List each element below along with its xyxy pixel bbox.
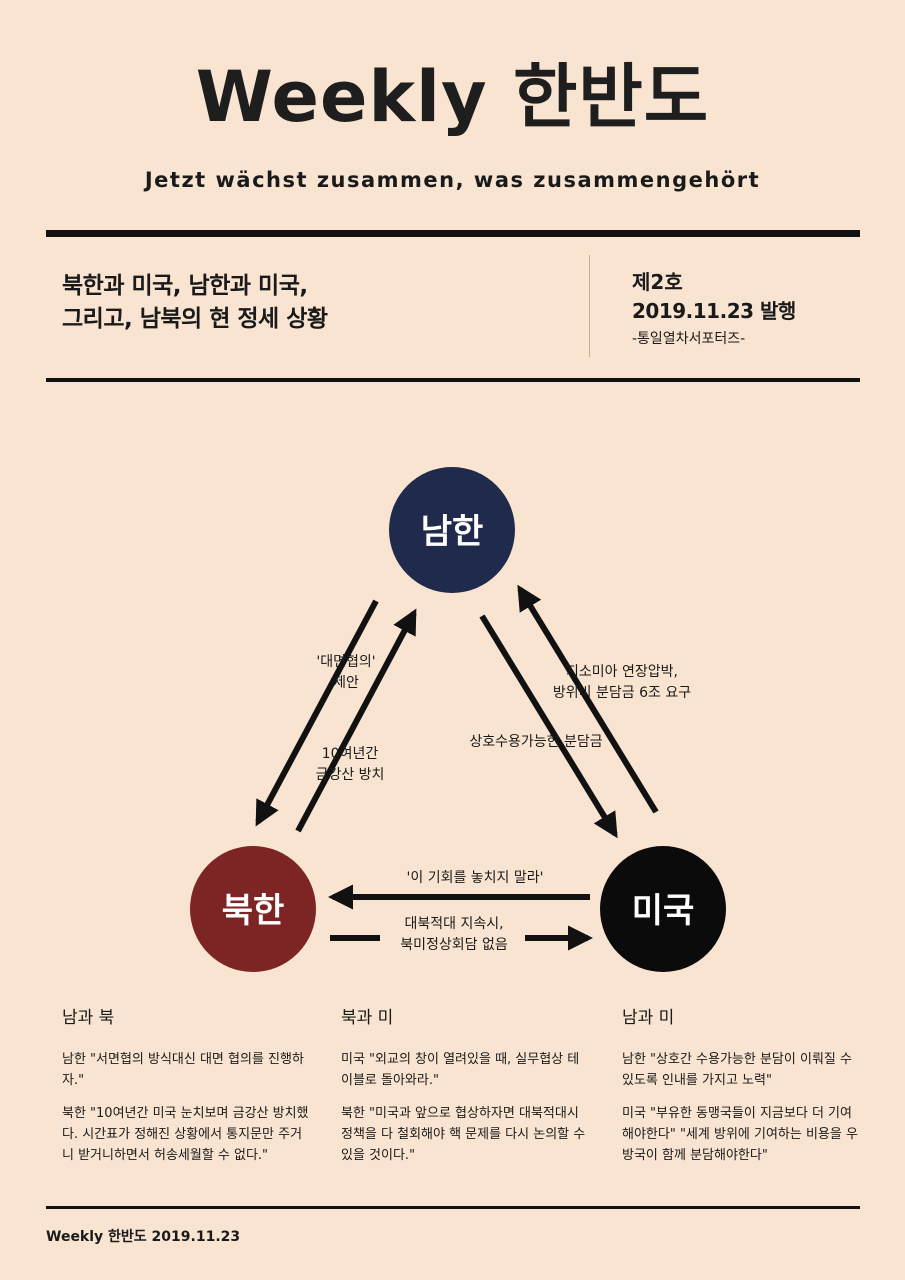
label-south-to-north-line-2: 제안 <box>333 675 359 691</box>
section-divider <box>46 378 860 382</box>
headline: 북한과 미국, 남한과 미국, 그리고, 남북의 현 정세 상황 <box>62 270 562 336</box>
column-paragraph: 남한 "서면협의 방식대신 대면 협의를 진행하자." <box>62 1052 304 1088</box>
column-paragraph: 남한 "상호간 수용가능한 분담이 이뤄질 수 있도록 인내를 가지고 노력" <box>622 1052 852 1088</box>
column-paragraph: 미국 "외교의 창이 열려있을 때, 실무협상 테이블로 돌아와라." <box>341 1052 580 1088</box>
column-heading: 남과 미 <box>622 1008 675 1028</box>
column-paragraph: 북한 "10여년간 미국 눈치보며 금강산 방치했다. 시간표가 정해진 상황에… <box>62 1106 309 1163</box>
arrow-south-to-north <box>255 599 379 827</box>
footer-text: Weekly 한반도 2019.11.23 <box>46 1229 241 1245</box>
issue-date: 2019.11.23 발행 <box>632 299 796 323</box>
label-north-to-south: 10여년간 금강산 방치 <box>290 744 410 786</box>
headline-line-2: 그리고, 남북의 현 정세 상황 <box>62 306 328 332</box>
node-north-circle <box>190 846 316 972</box>
column-south-north: 남과 북 남한 "서면협의 방식대신 대면 협의를 진행하자." 북한 "10여… <box>62 1007 312 1178</box>
column-paragraph: 북한 "미국과 앞으로 협상하자면 대북적대시 정책을 다 철회해야 핵 문제를… <box>341 1106 586 1163</box>
newsletter-title: Weekly 한반도 <box>195 56 710 138</box>
column-heading: 북과 미 <box>341 1008 394 1028</box>
column-paragraph: 미국 "부유한 동맹국들이 지금보다 더 기여해야한다" "세계 방위에 기여하… <box>622 1106 858 1163</box>
issue-divider <box>589 255 590 357</box>
label-south-to-usa: 상호수용가능한 분담금 <box>469 734 603 750</box>
column-north-usa: 북과 미 미국 "외교의 창이 열려있을 때, 실무협상 테이블로 돌아와라."… <box>341 1007 591 1178</box>
label-north-to-south-line-2: 금강산 방치 <box>315 767 385 783</box>
header-divider <box>46 230 860 237</box>
label-north-to-usa: 대북적대 지속시, 북미정상회담 없음 <box>386 914 522 956</box>
node-south-circle <box>389 467 515 593</box>
label-usa-to-south-line-2: 방위비 분담금 6조 요구 <box>552 685 692 701</box>
label-south-to-north: '대면협의' 제안 <box>286 652 406 694</box>
label-north-to-usa-line-1: 대북적대 지속시, <box>404 916 504 932</box>
issue-number: 제2호 <box>632 270 683 294</box>
arrow-usa-to-south <box>517 584 659 814</box>
column-south-usa: 남과 미 남한 "상호간 수용가능한 분담이 이뤄질 수 있도록 인내를 가지고… <box>622 1007 862 1178</box>
node-usa-circle <box>600 846 726 972</box>
arrow-south-to-usa <box>479 614 618 839</box>
issue-publisher: -통일열차서포터즈- <box>632 331 746 347</box>
column-heading: 남과 북 <box>62 1008 115 1028</box>
label-usa-to-north: '이 기회를 놓치지 말라' <box>406 870 544 886</box>
label-usa-to-south-line-1: 지소미아 연장압박, <box>566 664 678 680</box>
arrow-north-to-south <box>295 608 417 833</box>
issue-info: 제2호 2019.11.23 발행 -통일열차서포터즈- <box>632 268 852 352</box>
label-north-to-usa-line-2: 북미정상회담 없음 <box>400 937 508 953</box>
node-south-label: 남한 <box>421 512 484 552</box>
label-north-to-south-line-1: 10여년간 <box>321 746 379 762</box>
label-south-to-north-line-1: '대면협의' <box>316 654 376 670</box>
node-usa-label: 미국 <box>632 891 695 931</box>
newsletter-subtitle: Jetzt wächst zusammen, was zusammengehör… <box>144 168 761 192</box>
footer-divider <box>46 1206 860 1209</box>
headline-line-1: 북한과 미국, 남한과 미국, <box>62 273 308 299</box>
label-usa-to-south: 지소미아 연장압박, 방위비 분담금 6조 요구 <box>532 662 712 704</box>
node-north-label: 북한 <box>222 891 285 931</box>
